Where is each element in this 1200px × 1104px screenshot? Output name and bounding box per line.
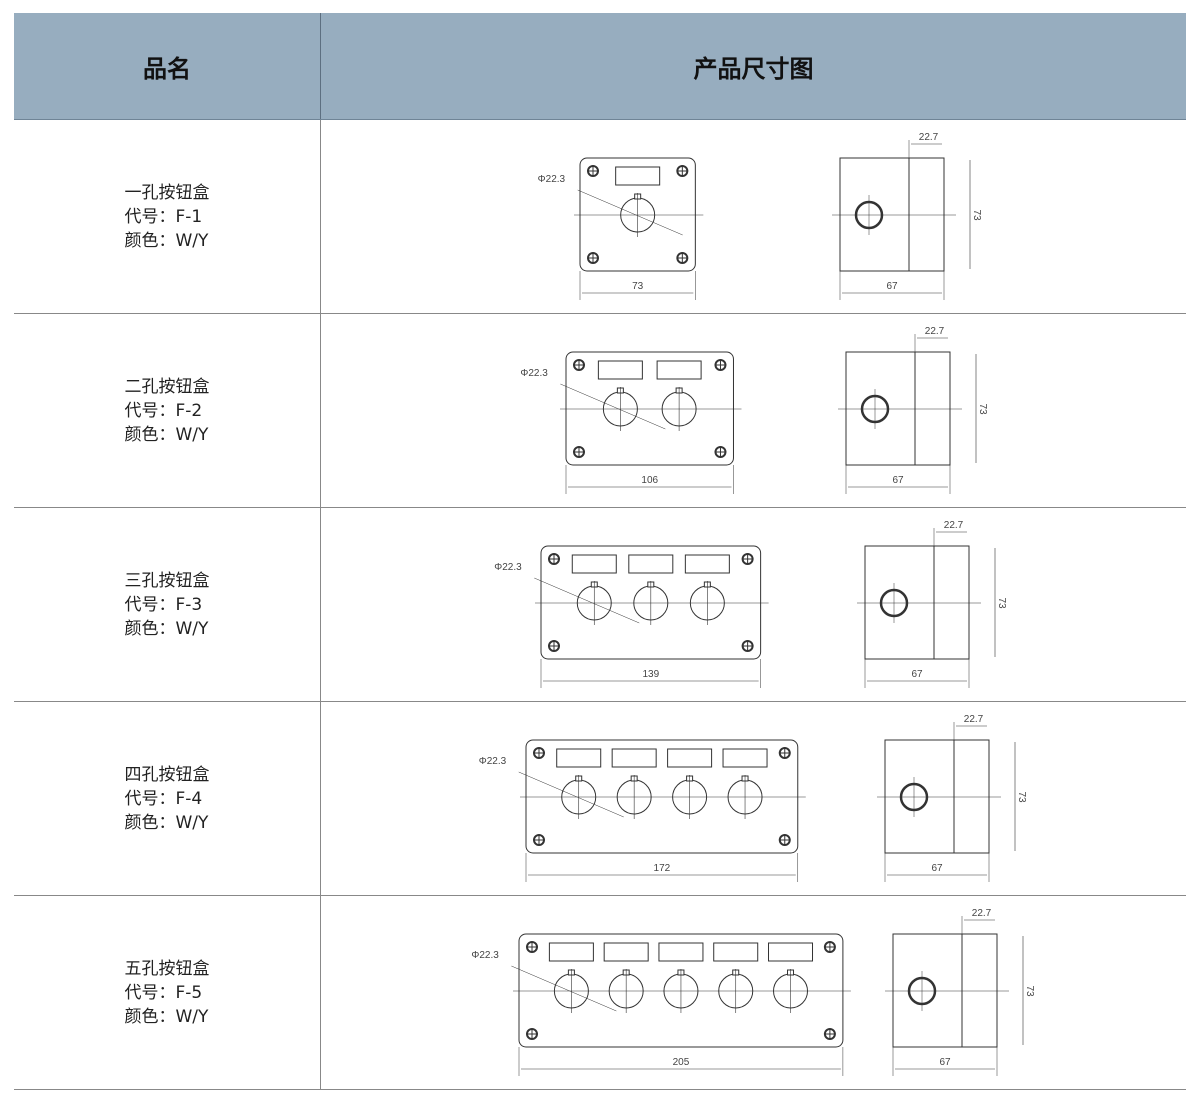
product-code: 代号：F-4 <box>124 788 203 809</box>
front-view <box>540 545 762 660</box>
label-plate <box>667 748 713 768</box>
label-plate <box>603 942 649 962</box>
table-row: 一孔按钮盒 代号：F-1 颜色：W/Y Φ22.3 73 67 22.7 73 <box>14 120 1186 314</box>
product-table: 品名 产品尺寸图 一孔按钮盒 代号：F-1 颜色：W/Y Φ22.3 73 67… <box>14 13 1186 1090</box>
label-plate <box>571 554 617 574</box>
width-dimension: 205 <box>673 1057 690 1068</box>
side-dimension: 22.7 <box>944 520 964 531</box>
product-name-cell: 三孔按钮盒 代号：F-3 颜色：W/Y <box>14 508 321 701</box>
product-name: 四孔按钮盒 <box>124 764 210 785</box>
product-name-cell: 四孔按钮盒 代号：F-4 颜色：W/Y <box>14 702 321 895</box>
width-dimension: 106 <box>641 475 658 486</box>
product-color: 颜色：W/Y <box>124 424 209 445</box>
label-plate <box>684 554 730 574</box>
dimension-drawing: Φ22.3 205 67 22.7 73 <box>471 908 1035 1076</box>
product-code: 代号：F-3 <box>124 594 203 615</box>
product-color: 颜色：W/Y <box>124 812 209 833</box>
side-view <box>892 933 998 1048</box>
label-plate <box>556 748 602 768</box>
dimension-drawing: Φ22.3 172 67 22.7 73 <box>479 714 1027 882</box>
front-view <box>525 739 799 854</box>
product-name-cell: 一孔按钮盒 代号：F-1 颜色：W/Y <box>14 120 321 313</box>
front-view <box>565 351 734 466</box>
product-name: 五孔按钮盒 <box>124 958 210 979</box>
side-dimension: 22.7 <box>972 908 992 919</box>
table-row: 三孔按钮盒 代号：F-3 颜色：W/Y Φ22.3 139 67 22.7 73 <box>14 508 1186 702</box>
product-name-cell: 五孔按钮盒 代号：F-5 颜色：W/Y <box>14 896 321 1089</box>
height-dimension: 73 <box>996 597 1007 609</box>
product-name: 二孔按钮盒 <box>124 376 210 397</box>
label-plate <box>548 942 594 962</box>
product-name: 一孔按钮盒 <box>124 182 210 203</box>
label-plate <box>656 360 702 380</box>
product-code: 代号：F-1 <box>124 206 203 227</box>
depth-dimension: 67 <box>886 281 898 292</box>
header-drawing: 产品尺寸图 <box>693 54 814 83</box>
table-row: 四孔按钮盒 代号：F-4 颜色：W/Y Φ22.3 172 67 22.7 73 <box>14 702 1186 896</box>
height-dimension: 73 <box>1024 985 1035 997</box>
dimension-drawing: Φ22.3 139 67 22.7 73 <box>494 520 1007 688</box>
height-dimension: 73 <box>1016 791 1027 803</box>
product-color: 颜色：W/Y <box>124 618 209 639</box>
depth-dimension: 67 <box>931 863 943 874</box>
side-view <box>845 351 951 466</box>
dimension-drawing-cell: Φ22.3 205 67 22.7 73 <box>321 896 1186 1089</box>
dimension-drawing-cell: Φ22.3 139 67 22.7 73 <box>321 508 1186 701</box>
table-row: 五孔按钮盒 代号：F-5 颜色：W/Y Φ22.3 205 67 22.7 73 <box>14 896 1186 1090</box>
table-header: 品名 产品尺寸图 <box>14 13 1186 120</box>
header-name: 品名 <box>14 13 321 119</box>
side-dimension: 22.7 <box>925 326 945 337</box>
dimension-drawing: Φ22.3 73 67 22.7 73 <box>538 132 982 300</box>
product-name-cell: 二孔按钮盒 代号：F-2 颜色：W/Y <box>14 314 321 507</box>
label-plate <box>611 748 657 768</box>
label-plate <box>597 360 643 380</box>
side-view <box>839 157 945 272</box>
product-color: 颜色：W/Y <box>124 230 209 251</box>
side-dimension: 22.7 <box>919 132 939 143</box>
label-plate <box>713 942 759 962</box>
table-row: 二孔按钮盒 代号：F-2 颜色：W/Y Φ22.3 106 67 22.7 73 <box>14 314 1186 508</box>
label-plate <box>615 166 661 186</box>
label-plate <box>628 554 674 574</box>
front-view <box>518 933 844 1048</box>
width-dimension: 139 <box>642 669 659 680</box>
product-code: 代号：F-5 <box>124 982 203 1003</box>
diameter-label: Φ22.3 <box>471 950 499 961</box>
height-dimension: 73 <box>977 403 988 415</box>
label-plate <box>722 748 768 768</box>
diameter-label: Φ22.3 <box>479 756 507 767</box>
diameter-label: Φ22.3 <box>520 368 548 379</box>
dimension-drawing: Φ22.3 106 67 22.7 73 <box>520 326 988 494</box>
diameter-label: Φ22.3 <box>494 562 522 573</box>
front-view <box>579 157 696 272</box>
width-dimension: 172 <box>654 863 671 874</box>
product-color: 颜色：W/Y <box>124 1006 209 1027</box>
diameter-label: Φ22.3 <box>538 174 566 185</box>
label-plate <box>658 942 704 962</box>
dimension-drawing-cell: Φ22.3 106 67 22.7 73 <box>321 314 1186 507</box>
product-code: 代号：F-2 <box>124 400 203 421</box>
depth-dimension: 67 <box>911 669 923 680</box>
dimension-drawing-cell: Φ22.3 73 67 22.7 73 <box>321 120 1186 313</box>
dimension-drawing-cell: Φ22.3 172 67 22.7 73 <box>321 702 1186 895</box>
depth-dimension: 67 <box>939 1057 951 1068</box>
width-dimension: 73 <box>632 281 644 292</box>
side-view <box>884 739 990 854</box>
height-dimension: 73 <box>971 209 982 221</box>
label-plate <box>768 942 814 962</box>
product-name: 三孔按钮盒 <box>124 570 210 591</box>
depth-dimension: 67 <box>892 475 904 486</box>
side-dimension: 22.7 <box>964 714 984 725</box>
side-view <box>864 545 970 660</box>
